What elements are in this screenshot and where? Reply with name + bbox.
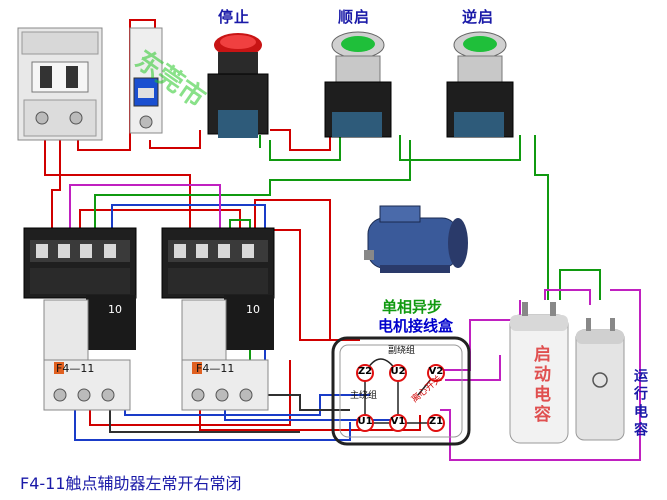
start-capacitor [509,302,569,444]
contactor-left [23,227,137,411]
stop-button-label: 停止 [218,8,251,26]
motor-title-line2: 电机接线盒 [378,317,454,335]
terminal-box [331,336,471,446]
caption: F4-11触点辅助器左常开右常闭 [20,474,242,493]
forward-start-button[interactable] [324,31,392,138]
terminal-v1: V1 [390,416,406,427]
run-capacitor-label: 运行电容 [632,368,648,440]
terminal-z2: Z2 [357,366,373,377]
main-winding-label: 主绕组 [350,391,378,401]
terminal-v2: V2 [428,366,444,377]
start-capacitor-text: 启动电容 [530,345,550,425]
reverse-start-label: 逆启 [462,8,495,26]
contactor-left-model: F4—11 [56,362,95,375]
contactor-right-model: F4—11 [196,362,235,375]
contactor-left-number: 10 [108,303,122,316]
contactor-right-number: 10 [246,303,260,316]
circuit-breaker-1p [129,27,163,134]
terminal-u1: U1 [357,416,373,427]
terminal-z1: Z1 [428,416,444,427]
motor-title-line1: 单相异步 [382,298,443,316]
circuit-breaker-2p [17,27,103,141]
stop-button[interactable] [207,33,269,138]
reverse-start-button[interactable] [446,31,514,138]
terminal-u2: U2 [390,366,406,377]
motor-image [364,205,468,273]
forward-start-label: 顺启 [338,8,371,26]
run-capacitor [575,318,625,441]
contactor-right [161,227,275,411]
aux-winding-label: 副绕组 [388,346,416,356]
